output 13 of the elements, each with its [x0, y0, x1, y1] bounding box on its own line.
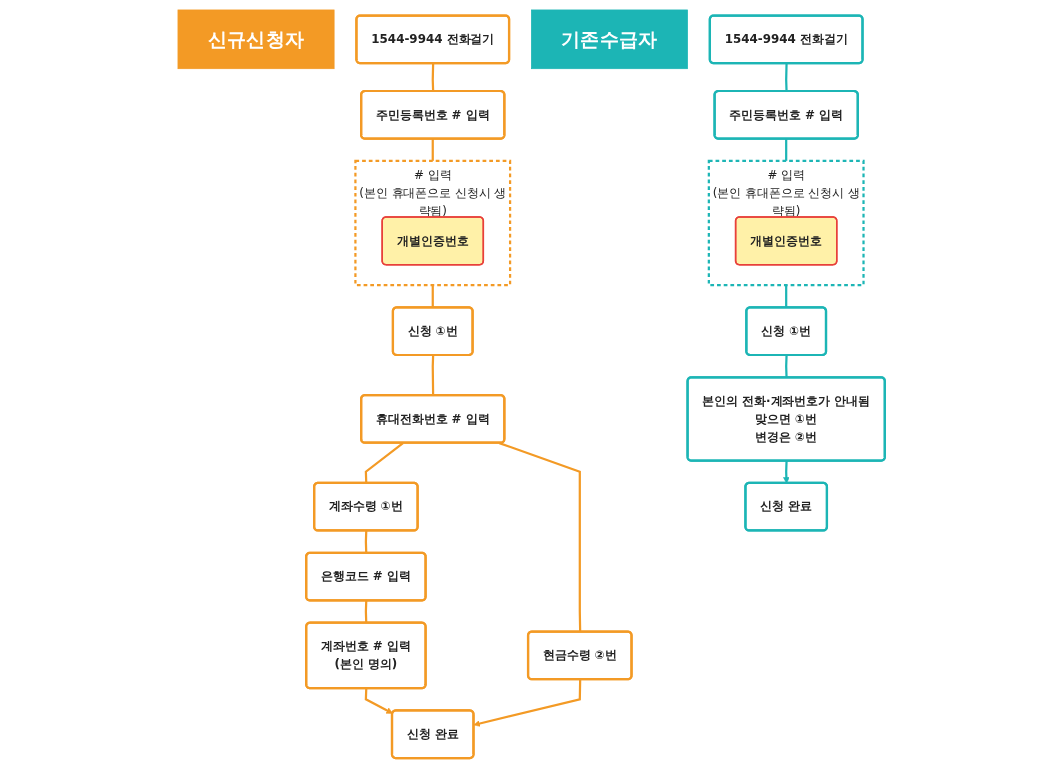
connector	[784, 355, 788, 378]
connector	[784, 285, 787, 308]
node-box: 신규신청자	[177, 9, 335, 70]
connector	[784, 138, 787, 161]
arrow	[473, 679, 581, 727]
connector	[784, 63, 788, 92]
connector	[431, 63, 434, 92]
connector	[431, 355, 434, 396]
connector	[431, 138, 434, 161]
node-box: 기존수급자	[530, 9, 688, 70]
connector	[498, 442, 581, 632]
arrow	[364, 688, 393, 714]
connector	[431, 285, 434, 308]
